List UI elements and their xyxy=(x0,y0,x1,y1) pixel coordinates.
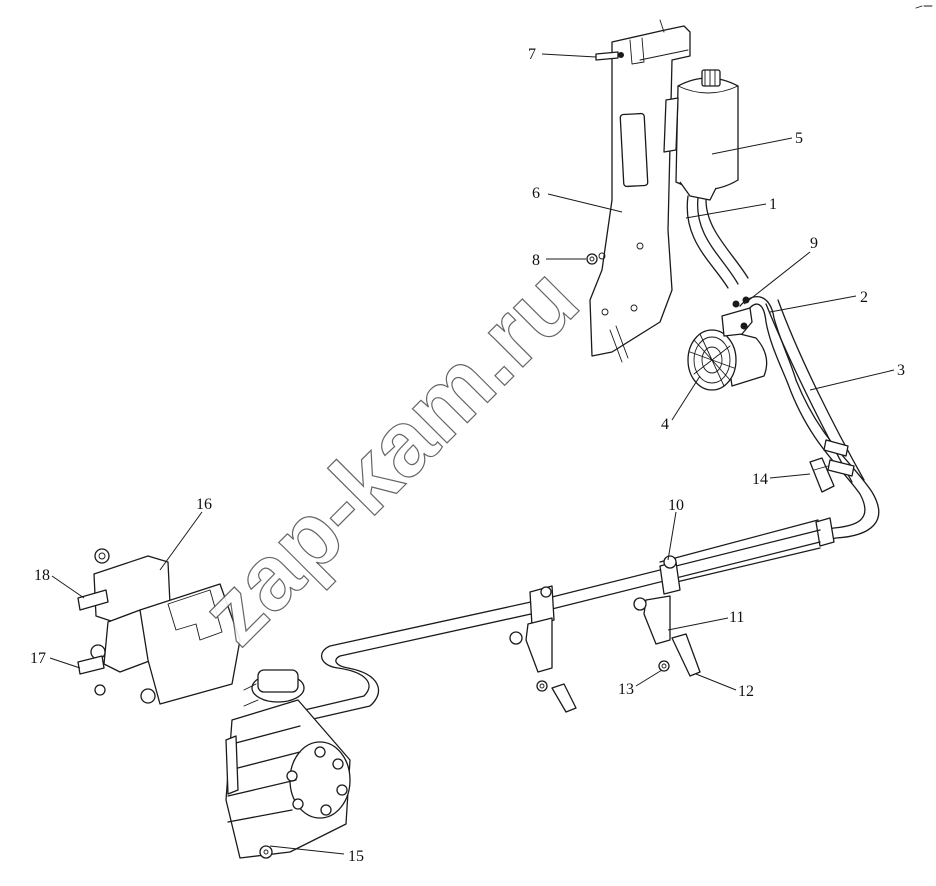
pressure-lines xyxy=(295,299,880,723)
callout-6: 6 xyxy=(532,185,540,202)
callout-4: 4 xyxy=(661,416,669,433)
callout-15: 15 xyxy=(348,848,364,865)
clamp-14 xyxy=(809,457,835,493)
callout-10: 10 xyxy=(668,497,684,514)
callout-labels: 7 5 6 1 9 8 2 3 4 14 16 10 18 11 17 13 1… xyxy=(30,46,905,865)
bolt-7 xyxy=(595,51,624,61)
hydraulic-pump xyxy=(687,296,768,391)
pipe-brackets xyxy=(509,555,701,713)
callout-8: 8 xyxy=(532,252,540,269)
callout-18: 18 xyxy=(34,567,50,584)
steering-gear xyxy=(225,669,351,859)
mounting-plate xyxy=(589,19,691,363)
callout-3: 3 xyxy=(897,362,905,379)
callout-14: 14 xyxy=(752,471,768,488)
callout-16: 16 xyxy=(196,496,212,513)
callout-5: 5 xyxy=(795,130,803,147)
callout-9: 9 xyxy=(810,235,818,252)
callout-1: 1 xyxy=(769,196,777,213)
oil-reservoir xyxy=(663,69,739,201)
callout-17: 17 xyxy=(30,650,46,667)
callout-2: 2 xyxy=(860,289,868,306)
nut-8 xyxy=(586,253,598,265)
callout-12: 12 xyxy=(738,683,754,700)
steering-bracket xyxy=(77,548,241,705)
pipes-reservoir xyxy=(686,195,797,385)
leader-lines xyxy=(49,53,895,855)
callout-13: 13 xyxy=(618,681,634,698)
callout-11: 11 xyxy=(729,609,744,626)
corner-mark xyxy=(915,5,933,9)
callout-7: 7 xyxy=(528,46,536,63)
